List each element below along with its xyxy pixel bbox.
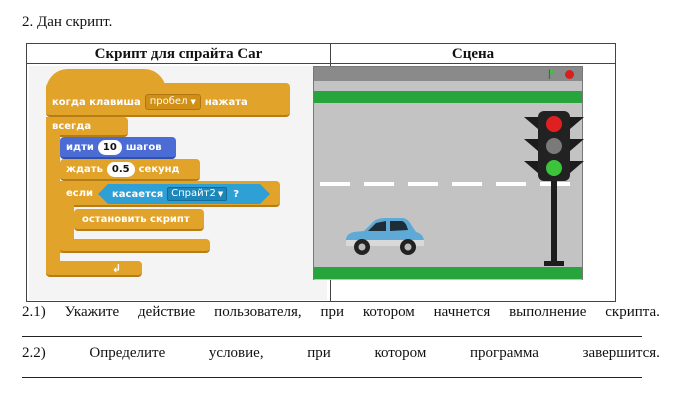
move-unit: шагов xyxy=(125,141,162,153)
question-word: начнется xyxy=(433,304,491,320)
question-word: при xyxy=(320,304,345,320)
question-word: действие xyxy=(138,304,196,320)
move-steps-block: идти 10 шагов xyxy=(60,137,176,159)
wait-label: ждать xyxy=(66,163,103,175)
question-word: котором xyxy=(374,345,427,361)
traffic-lamp-red xyxy=(546,116,562,132)
question-word: 2.1) xyxy=(22,304,46,320)
traffic-lamp-green xyxy=(546,160,562,176)
grass-bottom xyxy=(314,267,582,279)
question-word: Укажите xyxy=(64,304,120,320)
car-sprite-icon xyxy=(345,218,424,255)
move-label: идти xyxy=(66,141,94,153)
touching-block: касается Спрайт2 ▼ ? xyxy=(98,184,270,204)
move-steps-input: 10 xyxy=(97,139,122,155)
task-text: Дан скрипт. xyxy=(37,14,113,30)
event-when-label: когда клавиша xyxy=(52,96,141,108)
forever-block-arm xyxy=(46,117,60,275)
question-2-2: 2.2) Определите условие, при котором программ… xyxy=(22,345,660,362)
question-word: котором xyxy=(362,304,415,320)
scratch-script: когда клавиша пробел ▼ нажата всегда ↲ и… xyxy=(26,43,330,303)
lane-dash xyxy=(364,182,394,186)
lane-dash xyxy=(452,182,482,186)
dropdown-arrow-icon: ▼ xyxy=(217,190,224,198)
dropdown-arrow-icon: ▼ xyxy=(190,98,196,106)
question-word: завершится. xyxy=(582,345,660,361)
lane-dash xyxy=(496,182,526,186)
forever-block-bottom xyxy=(46,261,142,277)
question-word: выполнение xyxy=(509,304,587,320)
question-word: условие, xyxy=(208,345,264,361)
question-2-1: 2.1) Укажите действие пользователя, при котор… xyxy=(22,304,660,321)
lane-dash xyxy=(320,182,350,186)
lane-dash xyxy=(408,182,438,186)
if-block-bottom xyxy=(60,239,210,253)
touching-label: касается xyxy=(112,188,164,200)
wait-unit: секунд xyxy=(138,163,180,175)
green-flag-icon[interactable] xyxy=(548,69,558,79)
if-label: если xyxy=(66,188,94,199)
question-word: 2.2) xyxy=(22,345,46,361)
stage-area xyxy=(314,81,584,280)
key-value: пробел xyxy=(149,96,188,107)
task-title: 2. Дан скрипт. xyxy=(22,14,112,31)
stop-script-block: остановить скрипт xyxy=(74,209,204,231)
question-word: Определите xyxy=(89,345,166,361)
forever-block-top xyxy=(46,117,128,137)
touching-dropdown: Спрайт2 ▼ xyxy=(167,187,227,201)
stage-toolbar xyxy=(314,67,582,81)
when-key-pressed-block: когда клавиша пробел ▼ нажата xyxy=(46,83,290,117)
question-word: при xyxy=(307,345,331,361)
traffic-lamp-yellow xyxy=(546,138,562,154)
traffic-light-icon xyxy=(524,111,584,266)
grass-top xyxy=(314,91,582,103)
wait-block: ждать 0.5 секунд xyxy=(60,159,200,181)
touching-target: Спрайт2 xyxy=(171,188,216,199)
loop-arrow-icon: ↲ xyxy=(112,262,122,275)
question-word: скрипта. xyxy=(605,304,660,320)
stop-label: остановить скрипт xyxy=(82,213,190,225)
forever-label: всегда xyxy=(52,121,92,132)
question-word: программа xyxy=(470,345,539,361)
answer-line-2 xyxy=(22,377,642,378)
key-dropdown: пробел ▼ xyxy=(144,94,201,110)
if-block-arm xyxy=(60,181,74,253)
event-pressed-label: нажата xyxy=(204,96,248,108)
question-word: пользователя, xyxy=(214,304,302,320)
answer-line-1 xyxy=(22,336,642,337)
header-stage: Сцена xyxy=(330,43,616,64)
touching-question: ? xyxy=(233,188,240,200)
task-number: 2. xyxy=(22,14,34,30)
wait-value-input: 0.5 xyxy=(106,161,135,177)
stop-sign-icon[interactable] xyxy=(565,70,574,79)
scratch-stage xyxy=(313,66,584,280)
